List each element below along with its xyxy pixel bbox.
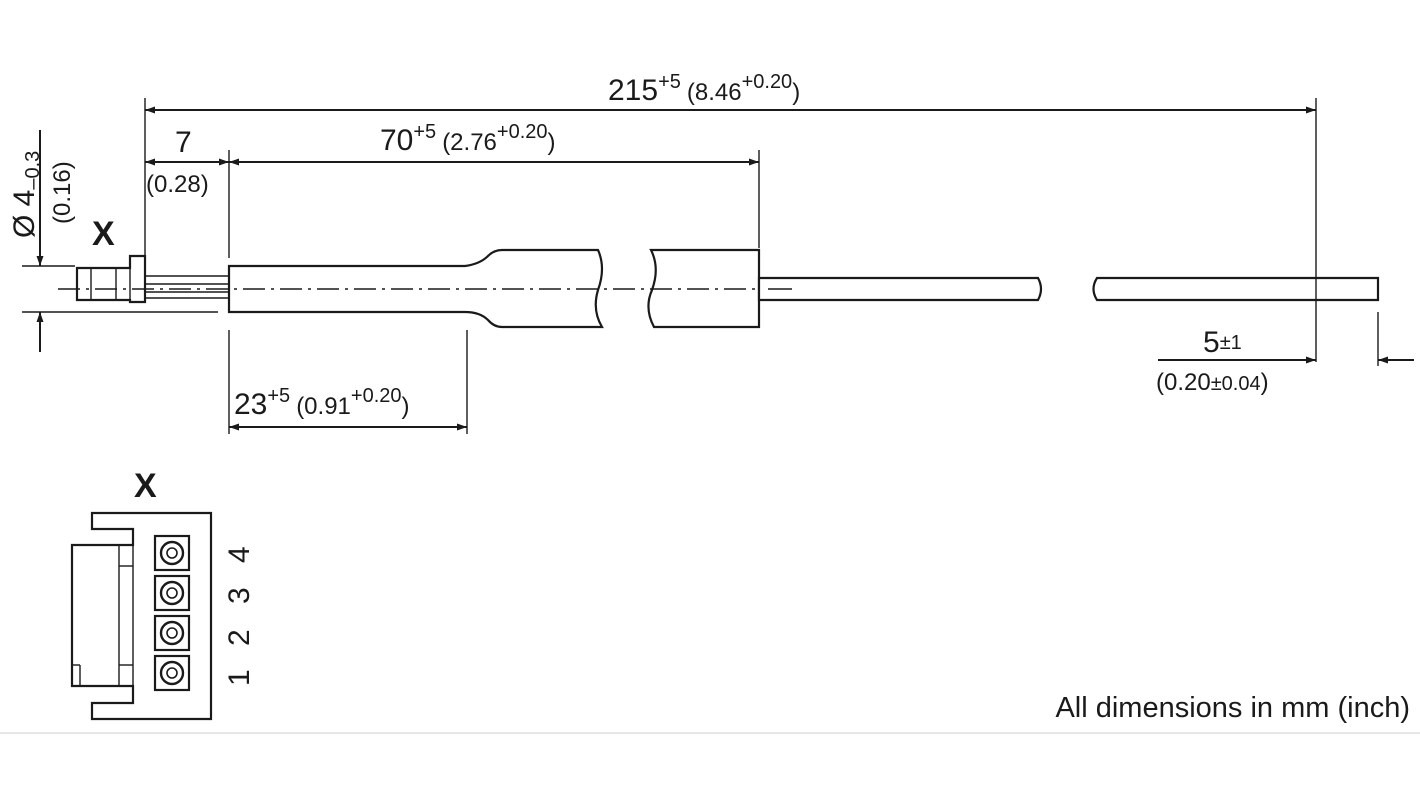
cable-section-1 [757,276,1043,302]
pin-number-2: 2 [223,629,256,646]
dim-seven-inch: (0.28) [146,171,209,198]
pin-3 [153,574,191,612]
dimension-lines [36,106,1414,431]
dim-five-inch: (0.20±0.04) [1156,369,1269,396]
dim-overall: 215+5(8.46+0.20) [608,71,800,107]
extension-lines [22,98,1379,434]
svg-text:(0.16): (0.16) [49,161,76,224]
cable-sleeve [227,248,604,329]
pin-number-1: 1 [223,669,256,686]
pin-2 [153,614,191,652]
dim-seven: 7 [175,126,192,159]
connector-body [75,254,147,304]
svg-text:4: 4 [223,546,256,563]
cable-assembly [58,248,1380,329]
connector-label-top: X [92,215,115,253]
svg-text:3: 3 [223,587,256,604]
pin-number-3: 3 [223,587,256,604]
svg-text:2: 2 [223,629,256,646]
dim-twentythree: 23+5(0.91+0.20) [234,385,410,421]
dim-diameter: Ø 4–0.3 [8,151,44,238]
dim-diameter-inch: (0.16) [49,161,76,224]
dim-seventy: 70+5(2.76+0.20) [380,121,556,157]
pin-number-4: 4 [223,546,256,563]
pin-1 [153,654,191,692]
connector-label-bottom: X [134,467,157,505]
cable-section-2 [1092,276,1380,302]
dim-five: 5±1 [1203,326,1242,359]
svg-text:Ø 4–0.3: Ø 4–0.3 [8,151,44,238]
pin-4 [153,534,191,572]
connector-face-view [70,511,213,721]
svg-text:1: 1 [223,669,256,686]
footnote: All dimensions in mm (inch) [1055,692,1410,724]
